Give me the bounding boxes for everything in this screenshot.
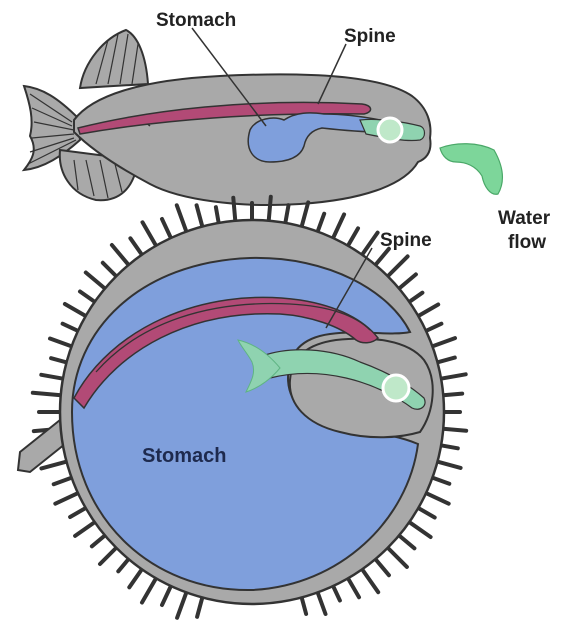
label-bottom-stomach: Stomach [142, 445, 226, 467]
label-top-stomach: Stomach [156, 10, 236, 31]
inflated-fish [18, 197, 466, 618]
deflated-fish [24, 30, 502, 205]
label-bottom-spine: Spine [380, 230, 432, 251]
eye [378, 118, 402, 142]
label-water-flow-1: Water [498, 208, 551, 229]
water-flow-arrow [440, 144, 502, 195]
label-top-spine: Spine [344, 26, 396, 47]
dorsal-fin [80, 30, 148, 88]
inflated-eye [383, 375, 409, 401]
label-water-flow-2: flow [508, 232, 546, 253]
